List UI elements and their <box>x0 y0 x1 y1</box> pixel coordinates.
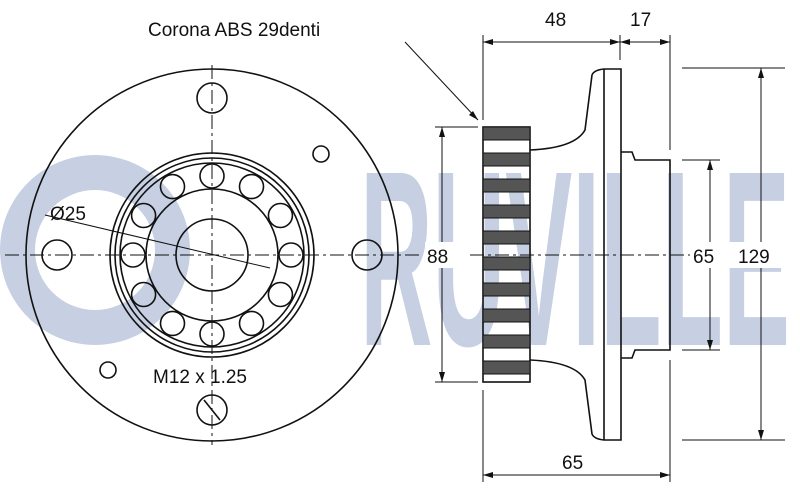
bore <box>175 218 249 292</box>
abs-ring-label: Corona ABS 29denti <box>148 20 320 41</box>
abs-tooth <box>482 152 531 167</box>
bolt-hole <box>196 394 228 426</box>
roller <box>238 310 265 337</box>
dimension-arrow <box>660 472 670 478</box>
dimension-arrow <box>758 68 764 78</box>
dimension-arrow <box>707 160 713 170</box>
dimension-arrow <box>660 39 670 45</box>
dim-17: 17 <box>630 10 651 31</box>
roller <box>159 173 186 200</box>
front-view: Ø25 M12 x 1.25 <box>5 65 420 445</box>
dimension-arrow <box>610 39 620 45</box>
dim-48: 48 <box>545 10 566 31</box>
dim-65-diameter: 65 <box>693 247 714 268</box>
dimension-arrow <box>483 39 493 45</box>
dim-88: 88 <box>427 247 448 268</box>
abs-leader <box>404 41 479 121</box>
abs-tooth <box>482 256 531 271</box>
roller <box>278 242 304 268</box>
dimension-arrow <box>483 472 493 478</box>
side-view <box>470 68 690 441</box>
roller <box>267 202 294 229</box>
bolt-hole <box>41 239 73 271</box>
diameter-leader <box>44 214 271 269</box>
pin-hole <box>312 145 330 163</box>
bearing-rollers <box>120 163 304 347</box>
abs-tooth <box>482 282 531 297</box>
roller <box>199 163 225 189</box>
roller <box>238 173 265 200</box>
roller <box>130 281 157 308</box>
abs-teeth <box>482 126 531 375</box>
dim-65-length: 65 <box>562 453 583 474</box>
abs-tooth <box>482 334 531 349</box>
dimension-arrow <box>758 430 764 440</box>
abs-tooth <box>482 308 531 323</box>
bearing-outer <box>109 152 315 358</box>
bore-diameter-label: Ø25 <box>50 204 86 225</box>
roller <box>159 310 186 337</box>
roller <box>267 281 294 308</box>
ruville-watermark: RUVILLE <box>0 119 790 398</box>
dim-129: 129 <box>738 247 770 268</box>
roller <box>120 242 146 268</box>
pin-hole <box>99 361 117 379</box>
abs-tooth <box>482 360 531 375</box>
dimension-arrow <box>439 372 445 382</box>
bearing-inner <box>145 188 279 322</box>
dimension-arrow <box>469 111 478 120</box>
dimensions: 48 17 88 65 129 65 Corona ABS 29denti <box>148 10 785 482</box>
dimension-arrow <box>439 127 445 137</box>
roller <box>130 202 157 229</box>
abs-tooth <box>482 178 531 193</box>
abs-tooth <box>482 230 531 245</box>
thread-label: M12 x 1.25 <box>153 367 247 388</box>
bolt-hole <box>196 82 228 114</box>
roller <box>199 321 225 347</box>
bolt-hole <box>351 239 383 271</box>
abs-tooth <box>482 204 531 219</box>
dimension-arrow <box>707 340 713 350</box>
abs-tooth <box>482 126 531 141</box>
dimension-arrow <box>620 39 630 45</box>
